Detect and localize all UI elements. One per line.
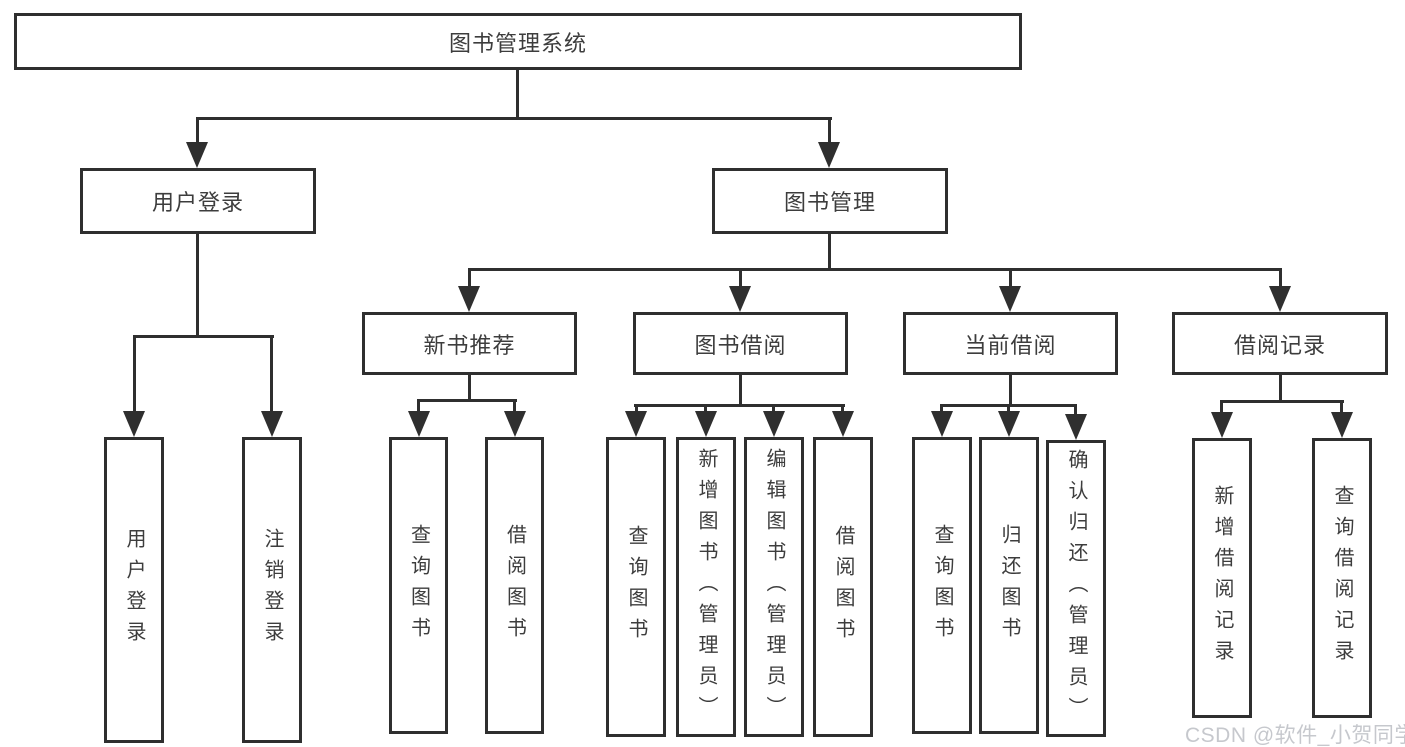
node-logout-login: 注销登录 — [242, 437, 302, 743]
node-label: 编辑图书（管理员） — [763, 447, 785, 727]
arrow-down-icon — [832, 411, 854, 437]
connector-v — [516, 68, 519, 120]
node-borrow-books-borrowing: 借阅图书 — [813, 437, 873, 737]
arrow-down-icon — [458, 286, 480, 312]
node-edit-books-admin: 编辑图书（管理员） — [744, 437, 804, 737]
connector-v — [739, 373, 742, 407]
arrow-down-icon — [818, 142, 840, 168]
connector-v — [828, 232, 831, 271]
node-return-books: 归还图书 — [979, 437, 1039, 734]
connector-v — [417, 399, 420, 413]
connector-v — [940, 404, 943, 412]
connector-v — [196, 117, 199, 147]
node-add-borrow-record: 新增借阅记录 — [1192, 438, 1252, 718]
node-label: 图书管理 — [783, 190, 876, 215]
connector-v — [1007, 404, 1010, 412]
connector-v — [1279, 373, 1282, 403]
node-library-management-system: 图书管理系统 — [14, 13, 1022, 70]
node-label: 借阅记录 — [1233, 332, 1326, 358]
connector-h — [634, 404, 845, 407]
node-user-login: 用户登录 — [80, 168, 316, 234]
node-label: 新增图书（管理员） — [695, 447, 717, 727]
connector-v — [513, 399, 516, 413]
arrow-down-icon — [123, 411, 145, 437]
node-new-book-recommendation: 新书推荐 — [362, 312, 577, 375]
connector-v — [772, 404, 775, 412]
node-label: 图书管理系统 — [448, 30, 587, 56]
node-query-borrow-record: 查询借阅记录 — [1312, 438, 1372, 718]
node-query-books-current: 查询图书 — [912, 437, 972, 734]
node-label: 用户登录 — [151, 190, 244, 215]
connector-v — [739, 268, 742, 290]
arrow-down-icon — [695, 411, 717, 437]
arrow-down-icon — [1065, 414, 1087, 440]
arrow-down-icon — [504, 411, 526, 437]
connector-v — [1220, 400, 1223, 412]
arrow-down-icon — [261, 411, 283, 437]
node-current-borrowing: 当前借阅 — [903, 312, 1118, 375]
node-label: 查询图书 — [931, 523, 953, 648]
arrow-down-icon — [625, 411, 647, 437]
connector-v — [196, 232, 199, 338]
node-query-books-recommend: 查询图书 — [389, 437, 448, 734]
arrow-down-icon — [1331, 412, 1353, 438]
node-user-login-leaf: 用户登录 — [104, 437, 164, 743]
connector-v — [270, 335, 273, 413]
connector-v — [468, 268, 471, 290]
connector-v — [828, 117, 831, 147]
node-add-books-admin: 新增图书（管理员） — [676, 437, 736, 737]
csdn-watermark: CSDN @软件_小贺同学 — [1185, 724, 1405, 747]
connector-h — [196, 117, 832, 120]
connector-v — [704, 404, 707, 412]
connector-h — [417, 399, 517, 402]
node-label: 确认归还（管理员） — [1065, 449, 1087, 728]
node-label: 新增借阅记录 — [1211, 485, 1233, 671]
node-label: 图书借阅 — [694, 332, 787, 358]
arrow-down-icon — [931, 411, 953, 437]
connector-v — [468, 373, 471, 402]
connector-v — [1074, 404, 1077, 414]
node-label: 借阅图书 — [503, 523, 526, 648]
connector-h — [1220, 400, 1344, 403]
node-borrowing-records: 借阅记录 — [1172, 312, 1388, 375]
arrow-down-icon — [408, 411, 430, 437]
connector-v — [1340, 400, 1343, 412]
node-label: 当前借阅 — [964, 332, 1057, 358]
arrow-down-icon — [763, 411, 785, 437]
connector-v — [1009, 268, 1012, 290]
arrow-down-icon — [1211, 412, 1233, 438]
arrow-down-icon — [999, 286, 1021, 312]
node-label: 查询图书 — [407, 523, 430, 648]
node-label: 查询借阅记录 — [1331, 485, 1353, 671]
node-book-management: 图书管理 — [712, 168, 948, 234]
connector-h — [468, 268, 1282, 271]
connector-v — [635, 404, 638, 412]
connector-v — [841, 404, 844, 412]
node-confirm-return-admin: 确认归还（管理员） — [1046, 440, 1106, 737]
node-label: 用户登录 — [123, 528, 145, 652]
connector-v — [133, 335, 136, 413]
node-label: 新书推荐 — [423, 332, 516, 358]
arrow-down-icon — [1269, 286, 1291, 312]
arrow-down-icon — [186, 142, 208, 168]
connector-v — [1279, 268, 1282, 290]
node-label: 归还图书 — [998, 523, 1020, 648]
node-label: 注销登录 — [261, 528, 283, 652]
node-borrow-books-recommend: 借阅图书 — [485, 437, 544, 734]
node-book-borrowing: 图书借阅 — [633, 312, 848, 375]
node-label: 借阅图书 — [832, 525, 854, 649]
node-label: 查询图书 — [625, 525, 647, 649]
node-query-books-borrowing: 查询图书 — [606, 437, 666, 737]
connector-h — [133, 335, 274, 338]
connector-v — [1009, 373, 1012, 407]
arrow-down-icon — [729, 286, 751, 312]
arrow-down-icon — [998, 411, 1020, 437]
